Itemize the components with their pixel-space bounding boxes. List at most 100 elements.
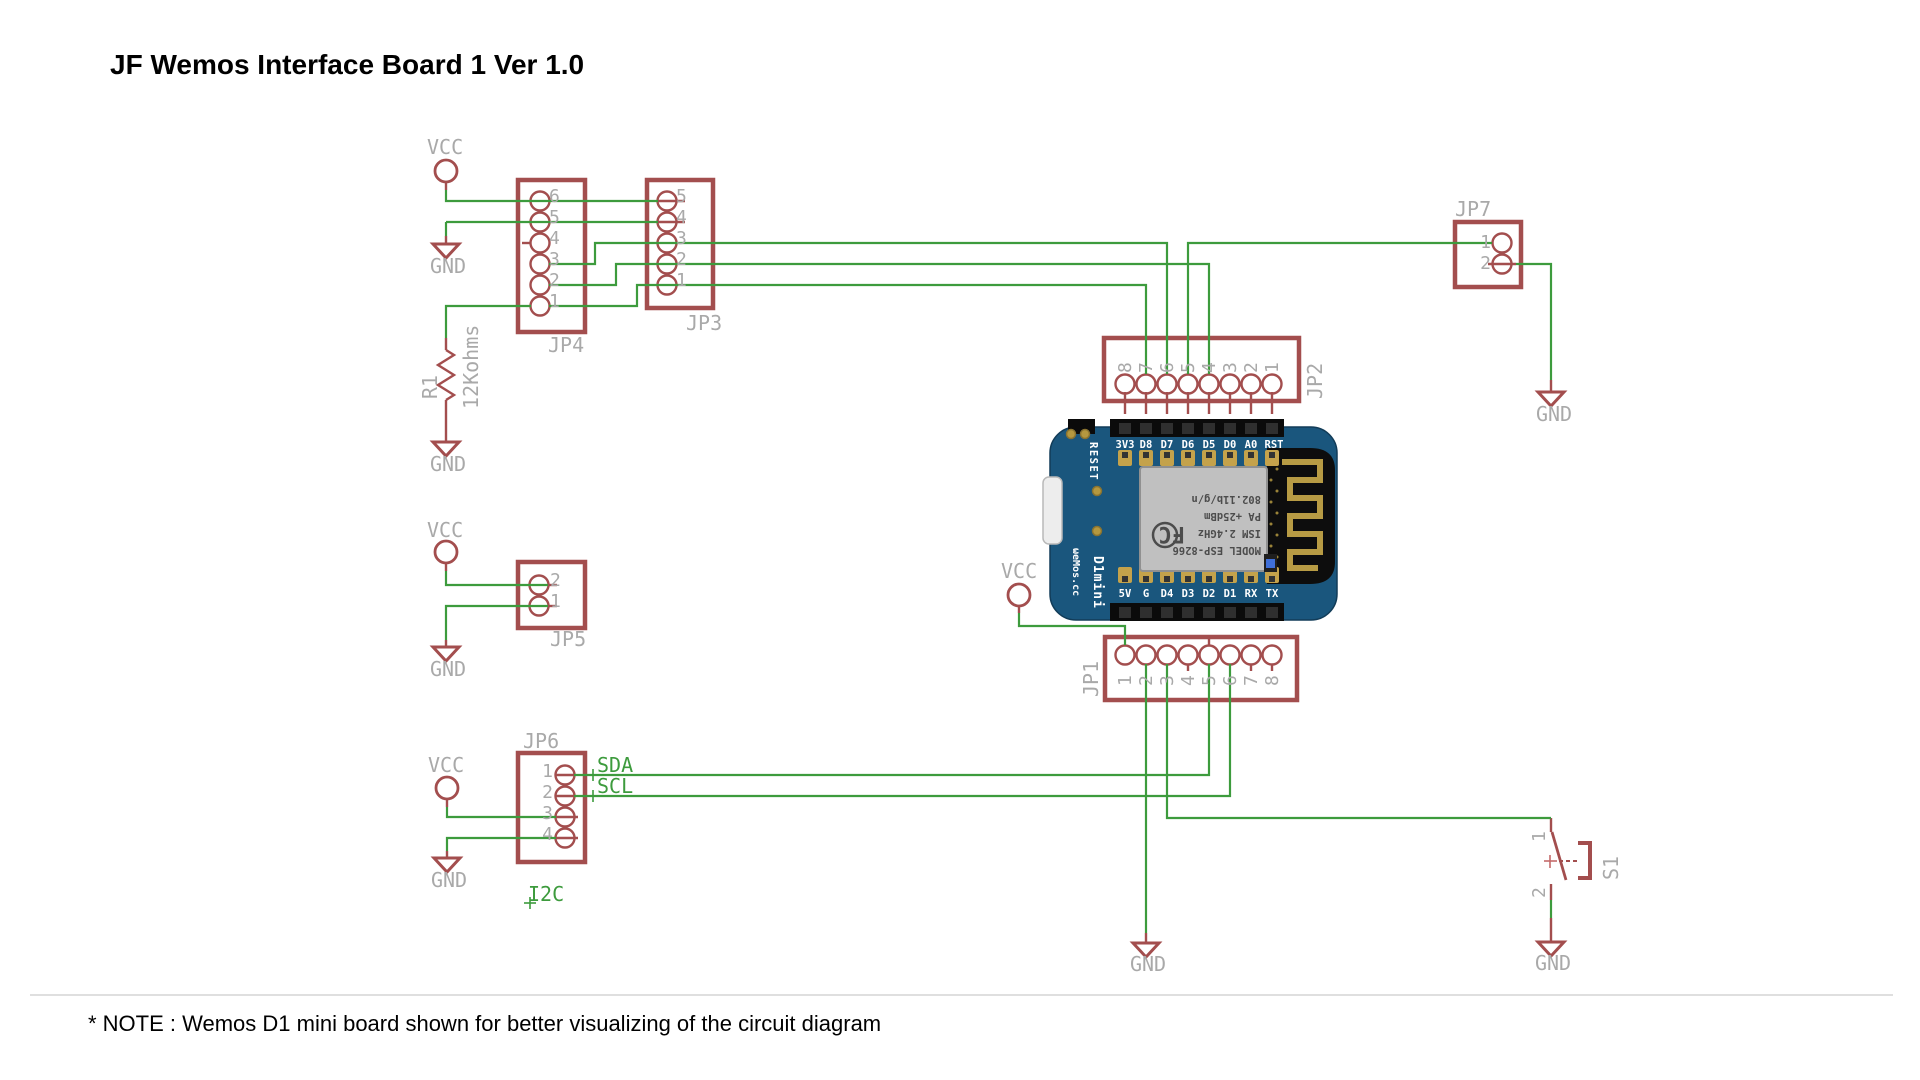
gnd-icon [1129,941,1163,960]
header-holes [1119,423,1278,618]
gnd-symbols: GND GND GND GND GND GND GND [429,242,1572,976]
board-pin-label: D7 [1161,439,1174,451]
pin-circles [528,190,1513,849]
jp1-pin-number: 4 [1178,675,1199,686]
jp3-pin-number: 4 [676,207,687,228]
shield-line: PA +25dBm [1204,510,1261,522]
vcc-icon [433,158,459,184]
wire-vcc-jp5p2 [444,571,548,587]
jp2-label: JP2 [1303,363,1327,399]
jp1-label: JP1 [1079,661,1103,697]
fcc-logo-text: FC [1159,521,1186,546]
wire-jp7p2-gnd [1516,262,1553,380]
wire-jp4p1-r1 [444,304,531,338]
jp2-texts: 8 7 6 5 4 3 2 1 JP2 [1115,362,1327,399]
wire-jp4p2-jp2p4 [549,262,1211,374]
jp6-texts: 1 2 3 4 JP6 [523,729,559,845]
jp6-connector [515,750,588,865]
bottom-header [1110,603,1284,621]
s1-pin2-number: 2 [1529,887,1550,898]
board-pin-label: D1 [1224,588,1237,600]
wire-jp1p3-s1 [1165,664,1551,820]
jp4-pin-number: 4 [549,228,560,249]
board-pin-label: D3 [1182,588,1195,600]
shield-line: MODEL ESP-8266 [1172,544,1261,556]
jp7-label: JP7 [1455,197,1491,221]
s1-pin1-number: 1 [1529,831,1550,842]
usb-connector [1042,476,1063,545]
wire-jp5p1-gnd [444,604,548,640]
jp4-pin-number: 3 [549,249,560,270]
r1-name: R1 [418,375,442,399]
jp3-pin-number: 1 [676,270,687,291]
board-pin-label: D0 [1224,439,1237,451]
wire-jp2p5-jp7p1 [1186,241,1492,374]
resistor-r1: R1 12Kohms [418,325,483,409]
jp4-texts: 6 5 4 3 2 1 JP4 [548,186,584,357]
brand-label: ωeMos.cc [1070,548,1081,596]
jp2-pin-number: 6 [1157,362,1178,373]
board-pin-label: TX [1266,588,1279,600]
jp5-connector [515,559,588,631]
vcc-label: VCC [1001,559,1037,583]
board-pin-label: D5 [1203,439,1216,451]
jp3-pin-number: 5 [676,186,687,207]
vcc-symbols: VCC VCC VCC VCC [427,135,1037,801]
board-gold-dots [1065,428,1103,537]
gnd-icon [429,440,463,459]
jp1-pin-number: 5 [1199,675,1220,686]
board-pin-label: D6 [1182,439,1195,451]
gnd-icon [1534,390,1568,409]
page-title: JF Wemos Interface Board 1 Ver 1.0 [110,49,584,80]
shield-print: MODEL ESP-8266 ISM 2.4GHz PA +25dBm 802.… [1151,493,1261,556]
top-pin-labels: 3V3 D8 D7 D6 D5 D0 A0 RST [1116,439,1284,451]
wire-jp4p1-jp2p7 [549,283,1148,374]
bottom-pin-labels: 5V G D4 D3 D2 D1 RX TX [1119,588,1279,600]
wire-vcc-jp6p3 [445,807,556,819]
pin-stubs [444,182,1553,943]
board-pin-label: D2 [1203,588,1216,600]
gnd-label: GND [430,452,466,476]
jp7-pin-number: 1 [1480,232,1491,253]
gnd-label: GND [431,868,467,892]
gnd-label: GND [1130,952,1166,976]
jp6-pin-number: 1 [542,761,553,782]
jp4-pin-number: 6 [549,186,560,207]
jp4-pin-number: 5 [549,207,560,228]
gnd-label: GND [1535,951,1571,975]
wemos-d1-mini-board: RESET [1042,419,1338,621]
r1-value: 12Kohms [459,325,483,409]
resistor-zigzag [435,348,457,402]
jp5-pin-number: 2 [550,570,561,591]
jp7-connector [1452,219,1524,290]
jp4-connector [515,177,588,335]
switch-actuator-bracket [1578,841,1592,880]
board-pin-label: RX [1245,588,1258,600]
vcc-label: VCC [427,135,463,159]
vcc-icon [434,775,460,801]
jp1-pin-number: 2 [1136,675,1157,686]
jp2-pin-number: 7 [1136,362,1157,373]
antenna-trace [1282,459,1323,571]
jp6-label: JP6 [523,729,559,753]
jp1-pin-number: 7 [1241,675,1262,686]
board-pin-label: D8 [1140,439,1153,451]
jp6-pin-number: 4 [542,824,553,845]
jp4-pin-number: 1 [549,291,560,312]
wires [444,190,1553,933]
gnd-icon [430,856,464,875]
shield-line: ISM 2.4GHz [1198,527,1261,539]
jp4-pin-number: 2 [549,270,560,291]
gnd-icon [429,242,463,261]
shield-line: 802.11b/g/n [1191,493,1261,505]
jp4-label: JP4 [548,333,584,357]
vcc-icon [433,539,459,565]
jp2-pin-number: 8 [1115,362,1136,373]
jp3-texts: 5 4 3 2 1 JP3 [676,186,722,335]
wire-vcc-jp1p1 [1017,613,1127,645]
jp5-label: JP5 [550,627,586,651]
net-label-i2c: I2C [528,882,564,906]
note-text: * NOTE : Wemos D1 mini board shown for b… [88,1011,881,1036]
gnd-icon [429,645,463,664]
gnd-icon [1534,940,1568,959]
